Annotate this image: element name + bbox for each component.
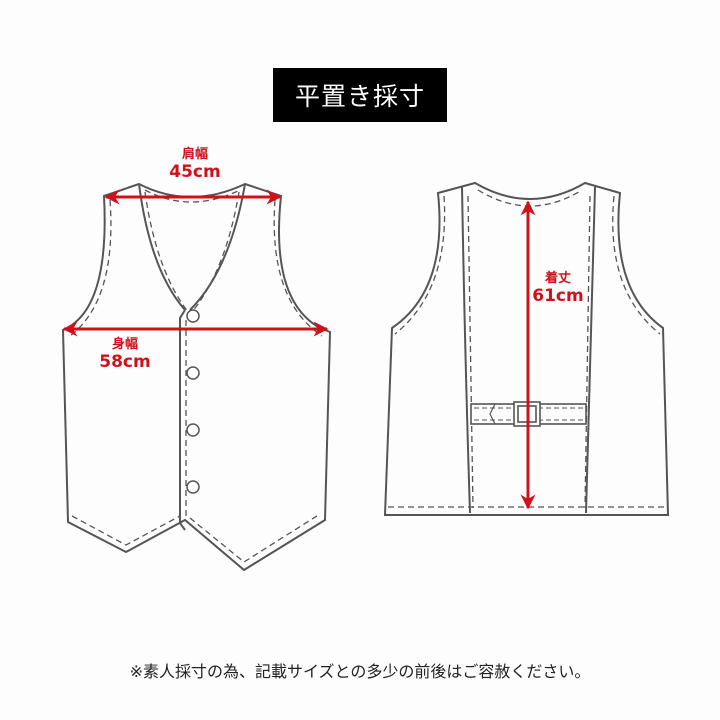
- shoulder-label: 肩幅 45cm: [169, 147, 221, 182]
- disclaimer-note: ※素人採寸の為、記載サイズとの多少の前後はご容赦ください。: [129, 662, 591, 681]
- length-label: 着丈 61cm: [532, 271, 584, 306]
- front-vest: [61, 182, 332, 572]
- title-text: 平置き採寸: [294, 82, 425, 111]
- chest-label: 身幅 58cm: [99, 337, 151, 372]
- button-icons: [186, 309, 200, 494]
- title-banner: 平置き採寸: [273, 68, 447, 122]
